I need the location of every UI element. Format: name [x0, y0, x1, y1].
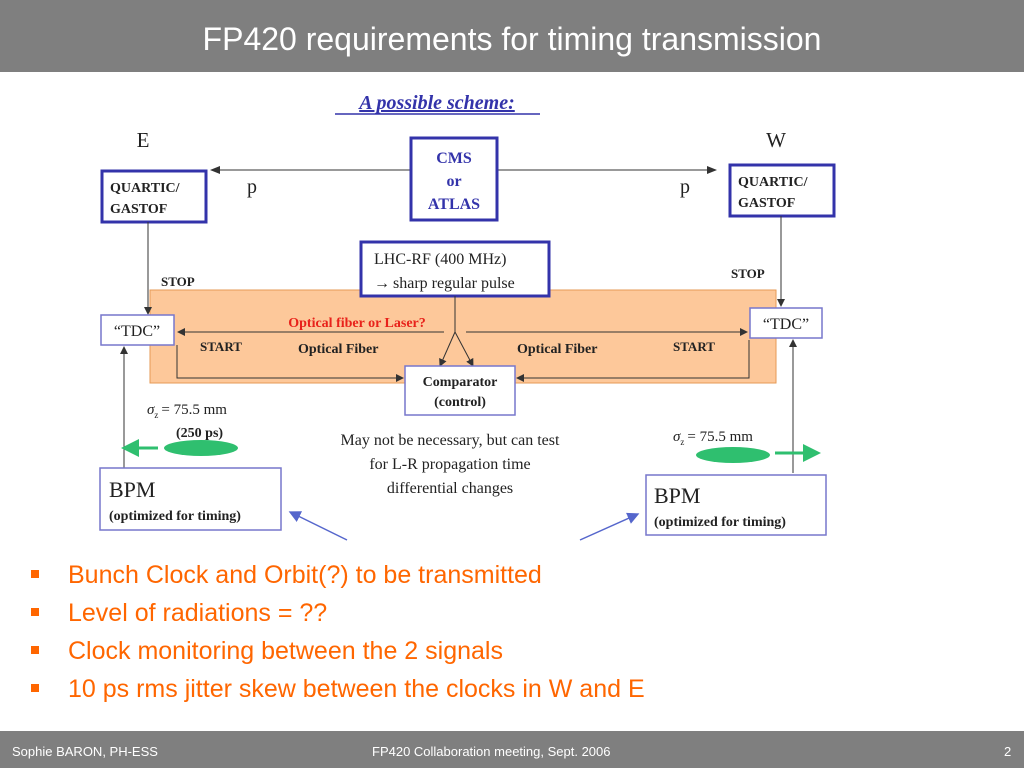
footer-author: Sophie BARON, PH-ESS: [12, 744, 158, 759]
bpm-west-title: BPM: [654, 483, 700, 508]
return-path-west: [516, 340, 750, 382]
bullet-text: Bunch Clock and Orbit(?) to be transmitt…: [68, 561, 542, 589]
sigma-west: σz= 75.5 mm: [673, 429, 753, 447]
bpm-east-title: BPM: [109, 477, 155, 502]
return-path-east: [176, 345, 404, 382]
bullet-text: 10 ps rms jitter skew between the clocks…: [68, 675, 645, 703]
sigma-east-ps: (250 ps): [176, 426, 223, 441]
detector-box-west: [728, 163, 836, 218]
detector-box-east: [100, 169, 208, 224]
cms-atlas-line-2: or: [446, 173, 461, 190]
cms-atlas-box: [409, 136, 499, 222]
detector-east-line-1: QUARTIC/: [110, 181, 181, 196]
lhc-rf-line-1: LHC-RF (400 MHz): [374, 251, 506, 268]
comparator-line-1: Comparator: [423, 375, 498, 390]
bullet-marker: [31, 646, 39, 654]
proton-label-right: p: [680, 176, 690, 198]
note-line-1: May not be necessary, but can test: [341, 432, 560, 449]
optical-fiber-label-east: Optical Fiber: [298, 342, 379, 357]
note-line-3: differential changes: [387, 480, 513, 497]
slide-title: FP420 requirements for timing transmissi…: [202, 21, 822, 57]
tdc-box-west: [749, 307, 823, 339]
timing-scheme-diagram: A possible scheme: E W p p CMS or ATLAS …: [99, 92, 836, 541]
comparator-box: [404, 365, 516, 416]
lhc-rf-line-2: sharp regular pulse: [393, 275, 515, 292]
fiber-question: Optical fiber or Laser?: [288, 316, 426, 331]
bullet-marker: [31, 608, 39, 616]
footer-event: FP420 Collaboration meeting, Sept. 2006: [372, 744, 611, 759]
tdc-east-label: “TDC”: [114, 323, 160, 340]
start-label-east: START: [200, 339, 242, 354]
tdc-box-east: [100, 314, 175, 346]
bullet-item: Level of radiations = ??: [28, 594, 1008, 632]
bullet-list: Bunch Clock and Orbit(?) to be transmitt…: [28, 556, 1008, 708]
bunch-east: [164, 440, 238, 456]
beam-arrow-left-head: [210, 166, 220, 174]
bunch-west: [696, 447, 770, 463]
bpm-box-east: [99, 467, 282, 531]
bpm-box-west: [645, 474, 827, 536]
bullet-text: Clock monitoring between the 2 signals: [68, 637, 503, 665]
bullet-item: Clock monitoring between the 2 signals: [28, 632, 1008, 670]
note-line-2: for L-R propagation time: [369, 456, 530, 473]
bullet-item: Bunch Clock and Orbit(?) to be transmitt…: [28, 556, 1008, 594]
comparator-line-2: (control): [434, 395, 486, 410]
lhc-rf-arrow-glyph: →: [374, 275, 390, 292]
bpm-east-subtitle: (optimized for timing): [109, 509, 241, 524]
optical-fiber-label-west: Optical Fiber: [517, 342, 598, 357]
rf-to-comparator-left: [439, 331, 456, 367]
bpm-west-subtitle: (optimized for timing): [654, 515, 786, 530]
proton-label-left: p: [247, 176, 257, 198]
bullet-text: Level of radiations = ??: [68, 599, 328, 627]
tdc-west-label: “TDC”: [763, 316, 809, 333]
slide-footer: Sophie BARON, PH-ESS FP420 Collaboration…: [0, 731, 1024, 768]
detector-west-line-2: GASTOF: [738, 196, 795, 211]
lhc-rf-box: [359, 240, 551, 298]
start-label-west: START: [673, 339, 715, 354]
note-arrow-east: [288, 511, 348, 541]
cms-atlas-line-3: ATLAS: [428, 196, 480, 213]
title-bar: FP420 requirements for timing transmissi…: [0, 0, 1024, 72]
bullet-marker: [31, 570, 39, 578]
bullet-marker: [31, 684, 39, 692]
stop-label-west: STOP: [731, 266, 765, 281]
beam-arrow-right-head: [707, 166, 717, 174]
diagram-heading: A possible scheme:: [357, 92, 515, 114]
rf-to-comparator-right: [454, 331, 474, 367]
detector-west-line-1: QUARTIC/: [738, 175, 809, 190]
detector-east-line-2: GASTOF: [110, 202, 167, 217]
sigma-east: σz= 75.5 mm: [147, 402, 227, 420]
east-label: E: [137, 128, 150, 152]
page-number: 2: [1004, 744, 1012, 759]
stop-label-east: STOP: [161, 274, 195, 289]
cms-atlas-line-1: CMS: [436, 150, 472, 167]
note-arrow-west: [579, 512, 640, 541]
west-label: W: [766, 128, 786, 152]
bullet-item: 10 ps rms jitter skew between the clocks…: [28, 670, 1008, 708]
